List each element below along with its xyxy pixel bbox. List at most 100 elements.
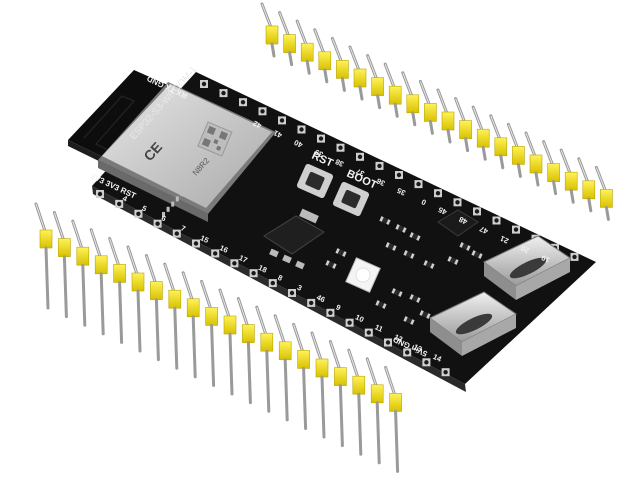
bottom-header-pin xyxy=(71,219,90,327)
top-header-pin xyxy=(366,54,384,110)
top-pin-label: 38 xyxy=(334,157,345,169)
voltage-regulator xyxy=(263,208,325,270)
top-pin-label: 48 xyxy=(457,215,468,227)
top-pin-label: 45 xyxy=(437,205,448,217)
bottom-header-pin xyxy=(108,236,126,344)
smd-part xyxy=(379,216,391,225)
rgb-led xyxy=(345,257,381,293)
smd-part xyxy=(403,250,415,259)
usb-c-port-lower[interactable] xyxy=(429,291,517,356)
top-pin-label: 41 xyxy=(272,128,283,140)
top-header-pin xyxy=(295,19,314,75)
smd-part xyxy=(395,224,407,233)
bottom-header-pin xyxy=(89,228,108,336)
bottom-pin-header xyxy=(34,202,402,473)
bottom-pin-label: 10 xyxy=(354,312,365,324)
top-pin-label: 36 xyxy=(375,176,386,188)
bottom-pin-label: 13 xyxy=(412,342,423,354)
bottom-header-pin xyxy=(163,262,182,370)
bottom-header-pin xyxy=(347,348,366,456)
top-header-pin xyxy=(330,36,349,92)
bottom-header-pin xyxy=(365,357,384,465)
usb-bridge-chip xyxy=(437,209,479,237)
bottom-pin-label: 7 xyxy=(179,223,187,233)
smd-part xyxy=(423,260,435,269)
bottom-pin-label: 18 xyxy=(257,263,268,275)
top-pin-label: 0 xyxy=(420,197,428,207)
bottom-header-pin xyxy=(292,322,310,430)
rf-shield xyxy=(102,84,272,208)
bottom-header-pin xyxy=(181,271,200,379)
top-header-pin xyxy=(454,97,472,153)
bottom-pin-label: 6 xyxy=(160,213,168,223)
smd-part xyxy=(447,256,459,265)
top-header-pin xyxy=(278,11,296,67)
smd-part xyxy=(385,242,397,251)
module-qr-code xyxy=(197,121,233,157)
bottom-header-pin xyxy=(218,288,237,396)
bottom-pin-label: 11 xyxy=(373,322,384,334)
smd-part xyxy=(419,310,431,319)
top-pin-label: 21 xyxy=(499,234,510,246)
bottom-pin-label: 5 xyxy=(141,204,149,214)
top-header-pin xyxy=(524,131,543,187)
smd-part xyxy=(409,232,421,241)
top-header-pin xyxy=(436,88,455,144)
bottom-header-pin xyxy=(126,245,145,353)
bottom-pin-label: 3 xyxy=(296,283,304,293)
smd-part xyxy=(335,248,347,257)
bottom-header-pin xyxy=(144,254,163,362)
bottom-pin-label: 8 xyxy=(276,273,284,283)
smd-part xyxy=(325,260,337,269)
smd-part xyxy=(409,294,421,303)
bottom-header-pin xyxy=(273,314,292,422)
bottom-header-pin xyxy=(200,279,218,387)
esp32-module: ESP32-S3-WROOM-1 CE N8R2 xyxy=(98,64,276,222)
bottom-pin-label: 12 xyxy=(393,332,404,344)
top-pin-label: 35 xyxy=(396,186,407,198)
top-pin-label: 39 xyxy=(313,147,324,159)
top-pin-header xyxy=(260,2,613,221)
top-pin-labels: 42 41 40 39 38 37 36 35 0 45 48 47 21 20 19 xyxy=(251,119,551,265)
bottom-edge-pin-holes xyxy=(96,190,450,377)
top-pin-label: 47 xyxy=(478,224,489,236)
smd-part xyxy=(403,316,415,325)
top-header-pin xyxy=(489,114,508,170)
bottom-header-pin xyxy=(255,305,274,413)
top-pin-label: 42 xyxy=(251,119,262,131)
top-pin-label: 19 xyxy=(540,253,551,265)
bottom-header-pin xyxy=(384,365,402,473)
top-pin-label: 20 xyxy=(519,243,530,255)
top-pin-label: 40 xyxy=(293,138,304,150)
top-header-pin xyxy=(401,71,420,127)
top-header-pin xyxy=(559,148,578,204)
bottom-header-pin xyxy=(236,297,255,405)
top-pin-label: 37 xyxy=(354,167,365,179)
bottom-pin-label: 9 xyxy=(335,303,343,313)
smd-part xyxy=(391,288,403,297)
top-header-pin xyxy=(313,28,332,84)
top-header-pin xyxy=(260,2,279,58)
top-header-pin xyxy=(542,140,560,196)
smd-part xyxy=(375,300,387,309)
top-header-pin xyxy=(383,62,402,118)
smd-components xyxy=(325,216,483,325)
bottom-pin-label: 17 xyxy=(238,253,249,265)
top-header-pin xyxy=(418,79,437,135)
bottom-header-pin xyxy=(34,202,53,310)
bottom-header-pin xyxy=(310,331,329,439)
top-header-pin xyxy=(506,122,525,178)
smd-part xyxy=(471,250,483,259)
bottom-pin-label: 4 xyxy=(121,194,129,204)
usb-c-port-upper[interactable] xyxy=(483,235,571,300)
bottom-pin-label: 15 xyxy=(199,233,210,245)
bottom-pin-label: 16 xyxy=(218,243,229,255)
top-header-pin xyxy=(348,45,367,101)
bottom-pin-label: 46 xyxy=(315,293,326,305)
smd-part xyxy=(459,242,471,251)
top-header-pin xyxy=(594,165,613,221)
top-header-pin xyxy=(471,105,490,161)
bottom-header-pin xyxy=(328,340,347,448)
